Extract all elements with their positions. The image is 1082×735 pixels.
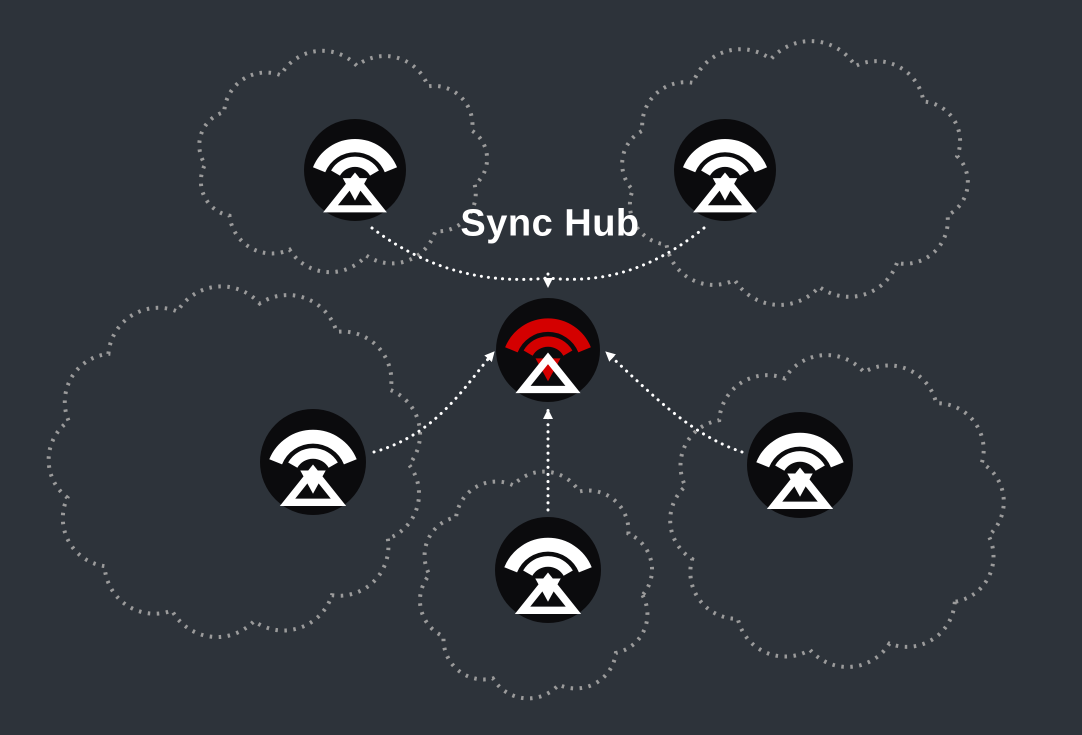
node-circle [260,409,366,515]
arrow-right-to-hub [604,350,744,454]
sync-peer-icon [269,429,357,506]
node-circle [495,517,601,623]
node-circle [496,298,600,402]
peer-node-right [747,412,853,518]
peer-node-top-right [674,119,776,221]
node-group [260,119,853,623]
hub-label: Sync Hub [460,202,640,245]
cloud-outline-1 [197,48,490,275]
sync-peer-icon [312,139,398,213]
peer-node-bottom-center [495,517,601,623]
cloud-outline-2 [620,39,970,307]
arrow-left-to-hub [372,350,496,454]
node-circle [304,119,406,221]
cloud-outline-4 [417,469,655,701]
sync-hub-icon [505,318,591,394]
sync-peer-icon [682,139,768,213]
cloud-outline-5 [668,353,1006,669]
sync-hub-node [496,298,600,402]
cloud-group [46,39,1006,701]
node-circle [674,119,776,221]
arrow-top-right-to-hub [546,226,706,281]
sync-peer-icon [504,537,592,614]
cloud-outline-3 [46,284,423,639]
node-circle [747,412,853,518]
arrow-top-left-to-hub [370,226,550,281]
peer-node-mid-left [260,409,366,515]
sync-arrow-group [370,226,744,512]
sync-peer-icon [756,432,844,509]
peer-node-top-left [304,119,406,221]
